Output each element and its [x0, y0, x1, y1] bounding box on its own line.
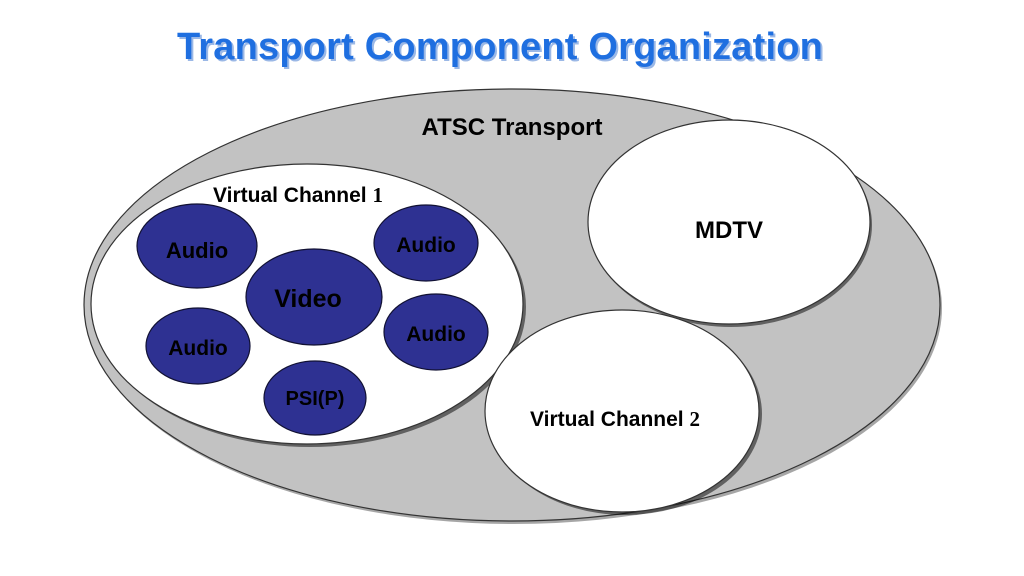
- virtual-channel-2-label: Virtual Channel 2: [530, 407, 700, 431]
- virtual-channel-1-group: Virtual Channel 1 Audio Audio Video Audi…: [90, 163, 526, 447]
- audio-component-4: [383, 293, 489, 371]
- audio-component-3-label: Audio: [168, 337, 227, 360]
- virtual-channel-1-label: Virtual Channel 1: [213, 183, 383, 207]
- audio-component-1-label: Audio: [166, 238, 228, 263]
- virtual-channel-2-group: Virtual Channel 2: [484, 309, 762, 515]
- psi-component-label: PSI(P): [286, 388, 345, 410]
- mdtv-label: MDTV: [695, 217, 763, 244]
- atsc-transport-label: ATSC Transport: [422, 114, 603, 141]
- mdtv-ellipse: [587, 119, 871, 325]
- psi-component: [263, 360, 367, 436]
- audio-component-1: [136, 203, 258, 289]
- video-component: [245, 248, 383, 346]
- video-component-label: Video: [274, 285, 342, 313]
- mdtv-group: MDTV: [587, 119, 872, 327]
- virtual-channel-2-ellipse: [484, 309, 760, 513]
- audio-component-2-label: Audio: [396, 234, 455, 257]
- audio-component-2: [373, 204, 479, 282]
- audio-component-3: [145, 307, 251, 385]
- audio-component-4-label: Audio: [406, 323, 465, 346]
- page-title: Transport Component Organization: [176, 26, 824, 68]
